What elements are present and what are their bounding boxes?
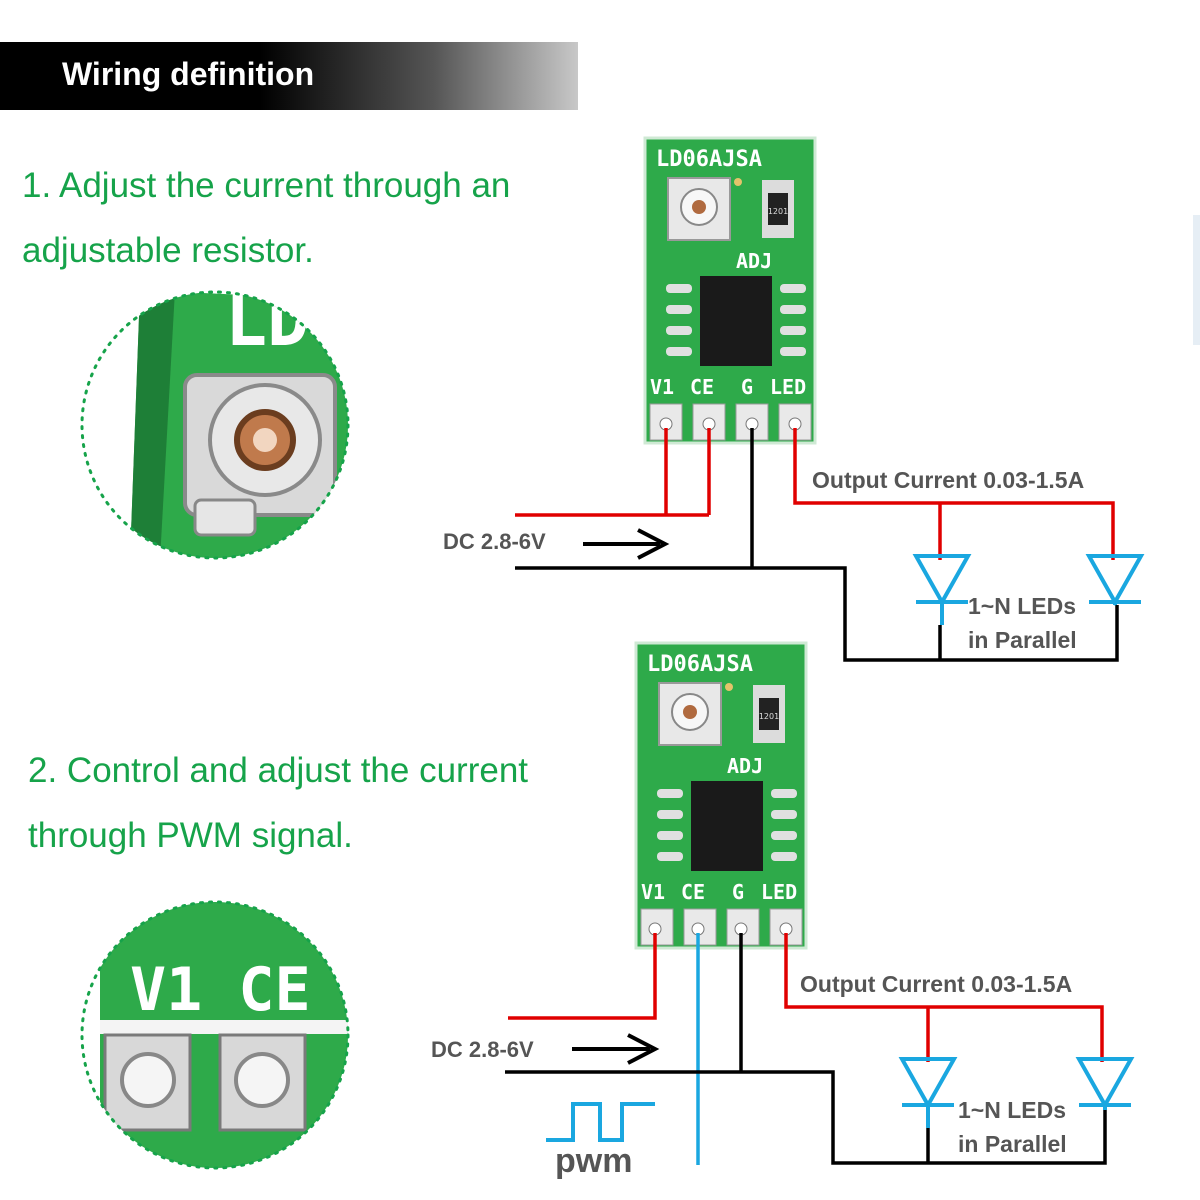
step2-line1: 2. Control and adjust the current xyxy=(28,751,529,790)
diagram2-led-icon xyxy=(898,1057,1135,1128)
step1-text: 1. Adjust the current through an adjusta… xyxy=(22,153,510,283)
board1-pin-ce: CE xyxy=(690,375,714,399)
diagram1-output-label: Output Current 0.03-1.5A xyxy=(812,467,1084,493)
board2-adj-label: ADJ xyxy=(727,754,763,778)
board1-pin-v1: V1 xyxy=(650,375,674,399)
diagram1-led-icon xyxy=(912,554,1145,625)
diagram1-input-label: DC 2.8-6V xyxy=(443,529,546,554)
module-board-1: LD06AJSA 1201 ADJ V1 CE G LED xyxy=(643,136,817,445)
board2-ic-chip xyxy=(691,781,763,871)
step1-line2: adjustable resistor. xyxy=(22,231,314,270)
diagram2-ground-wire xyxy=(505,933,1107,1165)
board1-model: LD06AJSA xyxy=(656,147,762,172)
diagram1-ground-wire xyxy=(515,428,1119,662)
diagram2-arrow-icon xyxy=(572,1033,660,1065)
zoom-potentiometer: LD xyxy=(80,280,350,560)
pwm-waveform-icon xyxy=(546,1102,655,1142)
diagram2-input-label: DC 2.8-6V xyxy=(431,1037,534,1062)
header-banner: Wiring definition xyxy=(0,42,578,110)
diagram2-leds-line2: in Parallel xyxy=(958,1131,1067,1157)
diagram1-leds-line1: 1~N LEDs xyxy=(968,593,1076,619)
page-title: Wiring definition xyxy=(62,56,315,92)
board2-pin-led: LED xyxy=(761,880,797,904)
zoom2-label: V1 CE xyxy=(130,955,311,1025)
board1-ic-chip xyxy=(700,276,772,366)
zoom1-label: LD xyxy=(225,280,309,362)
diagram2-output-label: Output Current 0.03-1.5A xyxy=(800,971,1072,997)
diagram2-leds-line1: 1~N LEDs xyxy=(958,1097,1066,1123)
wiring-diagram-2 xyxy=(505,933,1107,1165)
module-board-2: LD06AJSA 1201 ADJ V1 CE G LED xyxy=(634,641,808,950)
step2-line2: through PWM signal. xyxy=(28,816,353,855)
diagram1-arrow-icon xyxy=(583,528,670,560)
board2-pin-ce: CE xyxy=(681,880,705,904)
diagram1-led-wire xyxy=(793,428,1115,560)
board1-pin-led: LED xyxy=(770,375,806,399)
board1-adj-label: ADJ xyxy=(736,249,772,273)
zoom-pads: V1 CE xyxy=(80,900,350,1170)
wiring-diagram-1 xyxy=(515,428,1119,662)
diagram1-positive-wire xyxy=(515,428,711,517)
pwm-label: pwm xyxy=(555,1142,632,1180)
step2-text: 2. Control and adjust the current throug… xyxy=(28,738,528,868)
diagram2-led-wire xyxy=(784,933,1104,1062)
step1-line1: 1. Adjust the current through an xyxy=(22,166,511,205)
board2-model: LD06AJSA xyxy=(647,652,753,677)
board2-pin-v1: V1 xyxy=(641,880,665,904)
board2-resistor-marking: 1201 xyxy=(759,712,779,721)
diagram1-leds-line2: in Parallel xyxy=(968,627,1077,653)
board1-resistor-marking: 1201 xyxy=(768,207,788,216)
diagram2-positive-wire xyxy=(508,933,657,1020)
board2-pin-g: G xyxy=(732,880,744,904)
edge-fragment xyxy=(1193,215,1200,345)
board1-pin-g: G xyxy=(741,375,753,399)
